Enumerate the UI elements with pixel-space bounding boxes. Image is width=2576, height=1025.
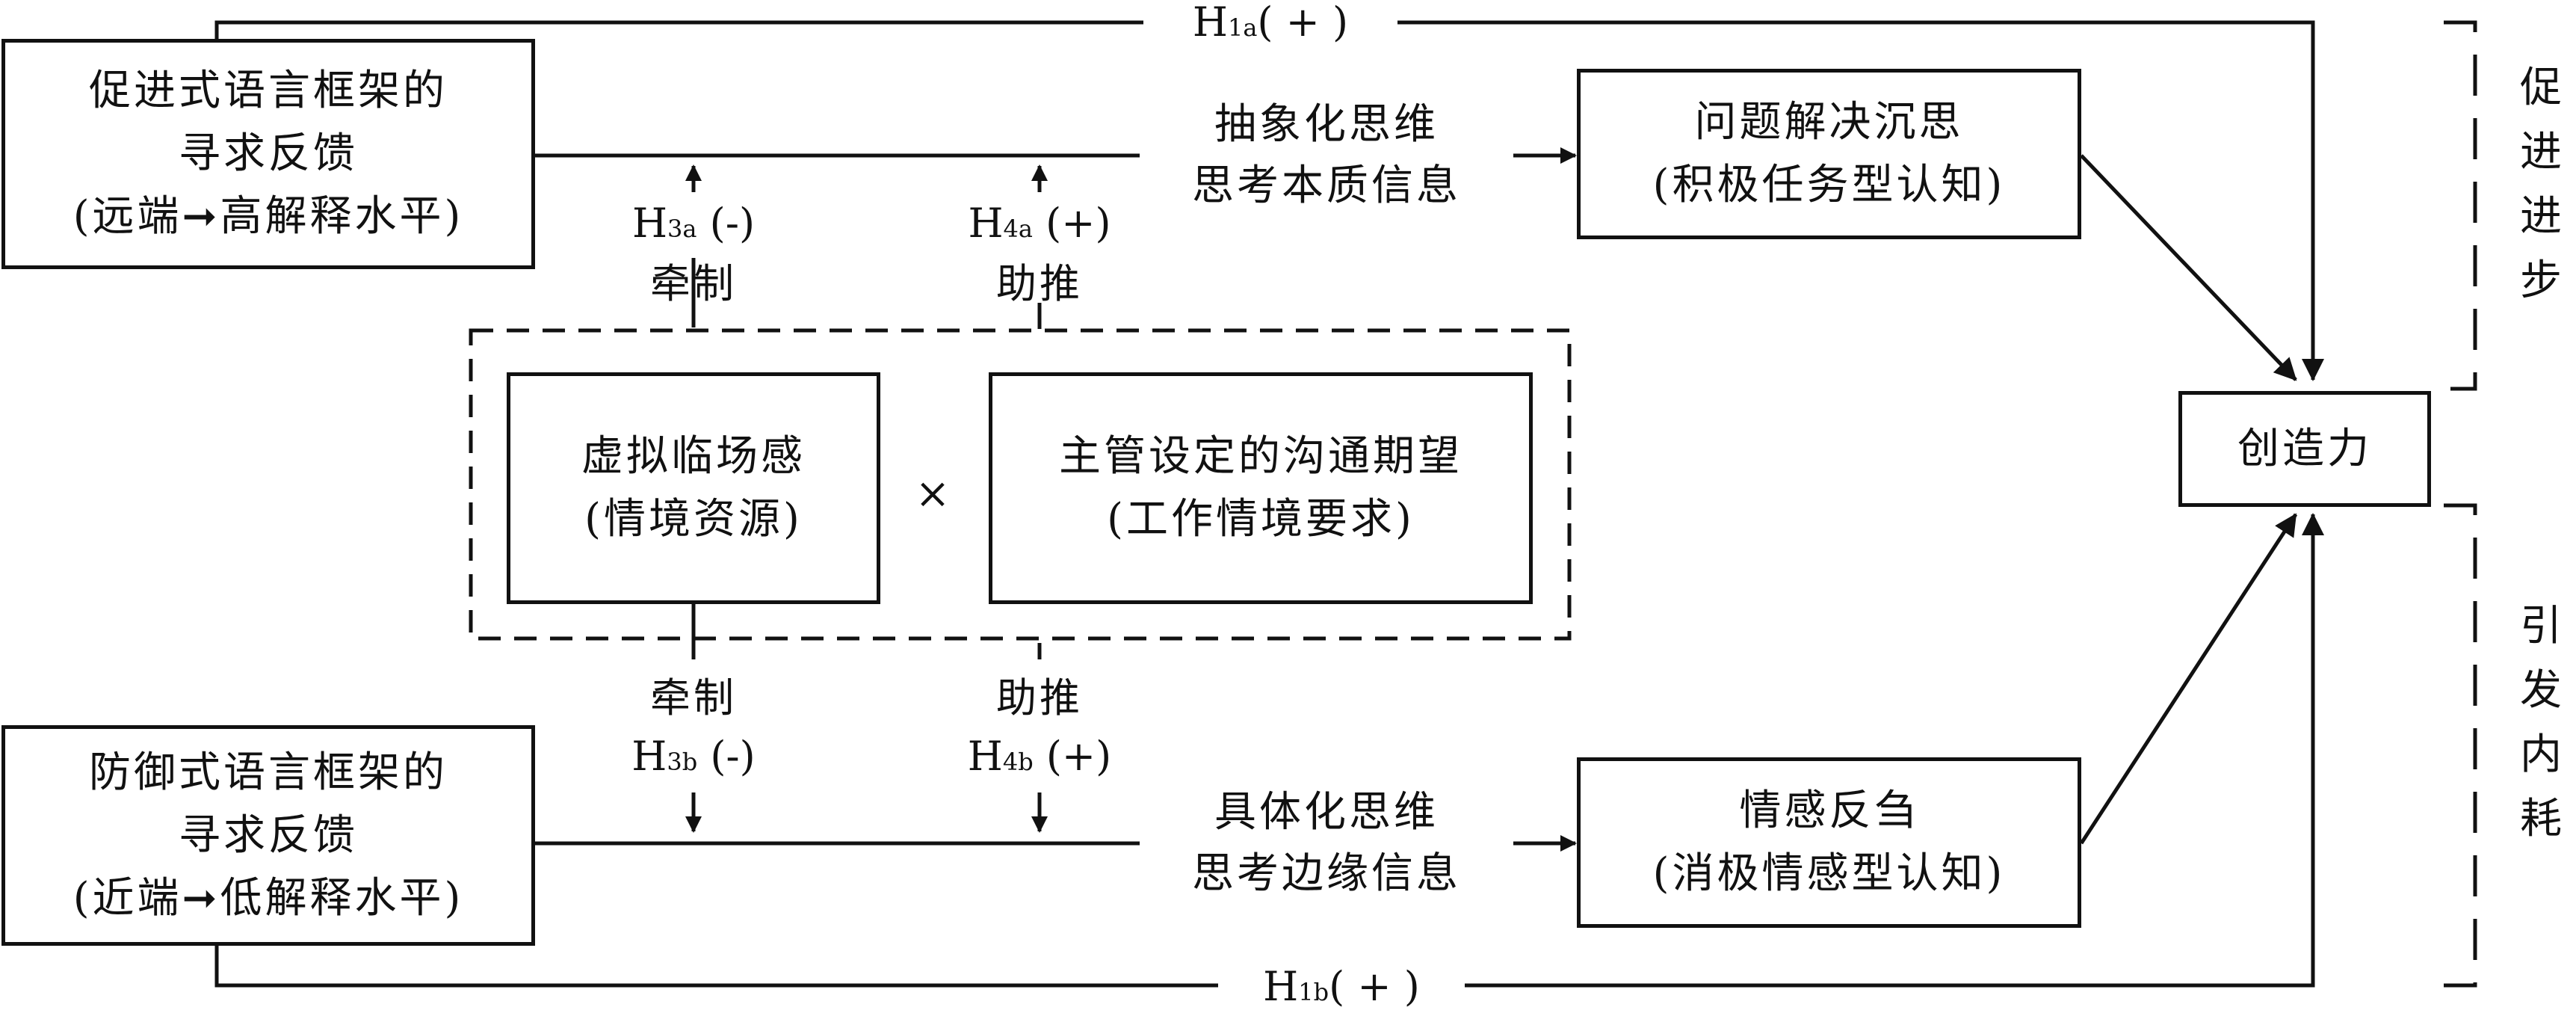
concrete-thinking-line1: 具体化思维	[1214, 788, 1439, 837]
affective-rumination-box: 情感反刍 (消极情感型认知)	[1577, 757, 2081, 928]
h4b-main: H	[967, 733, 1003, 780]
abstract-thinking-line1: 抽象化思维	[1214, 100, 1439, 149]
defensive-feedback-line1: 防御式语言框架的	[89, 748, 448, 797]
bracket-bottom-char4: 耗	[2520, 795, 2562, 843]
h1a-main: H	[1192, 0, 1228, 46]
h4b-promote-label: 助推	[996, 674, 1083, 721]
communication-expectation-line1: 主管设定的沟通期望	[1059, 432, 1462, 481]
h3b-label: 牵制 H3b (-)	[604, 669, 783, 791]
h1a-path-right	[1397, 20, 2324, 381]
h3a-sub: 3a	[667, 215, 697, 243]
creativity-box: 创造力	[2178, 391, 2431, 507]
h3a-constrain-label: 牵制	[650, 260, 737, 307]
h3b-constrain-label: 牵制	[650, 674, 737, 721]
h4a-main: H	[968, 200, 1004, 247]
bracket-bottom-label: 引 发 内 耗	[2515, 594, 2567, 852]
virtual-presence-line1: 虚拟临场感	[581, 432, 806, 481]
promotive-feedback-line1: 促进式语言框架的	[89, 67, 448, 115]
bracket-top	[2444, 20, 2477, 391]
h4a-sign: (+)	[1032, 200, 1111, 247]
multiply-sign: ×	[915, 470, 954, 518]
h3a-label: H3a (-) 牵制	[604, 196, 783, 312]
affective-rumination-line1: 情感反刍	[1739, 787, 1919, 835]
h1b-sub: 1b	[1298, 978, 1329, 1006]
h1b-path	[214, 944, 1218, 988]
h1a-sign: ( + )	[1257, 0, 1349, 46]
h3a-sign: (-)	[696, 200, 756, 247]
h4a-sub: 4a	[1003, 215, 1033, 243]
h1a-path	[214, 20, 1143, 39]
abstract-thinking-line2: 思考本质信息	[1192, 161, 1461, 210]
defensive-feedback-line2: 寻求反馈	[179, 810, 358, 860]
concrete-thinking-line2: 思考边缘信息	[1192, 849, 1461, 898]
moderator-dashed-frame	[469, 328, 1572, 641]
h1b-path-right	[1465, 513, 2324, 988]
h4a-promote-label: 助推	[996, 260, 1083, 307]
h3b-sign: (-)	[697, 733, 756, 780]
bracket-bottom-char3: 内	[2520, 730, 2562, 779]
affective-rumination-line2: (消极情感型认知)	[1652, 849, 2006, 898]
abstract-thinking-label: 抽象化思维 思考本质信息	[1140, 94, 1513, 217]
h3a-main: H	[631, 200, 668, 247]
bracket-top-char4: 步	[2520, 256, 2562, 305]
affective-to-creativity	[2079, 513, 2298, 845]
creativity-label: 创造力	[2237, 424, 2372, 473]
bracket-top-label: 促 进 进 步	[2515, 56, 2567, 313]
communication-expectation-box: 主管设定的沟通期望 (工作情境要求)	[989, 372, 1533, 604]
defensive-feedback-box: 防御式语言框架的 寻求反馈 (近端➞低解释水平)	[1, 725, 535, 946]
h4b-sign: (+)	[1033, 733, 1112, 780]
virtual-presence-box: 虚拟临场感 (情境资源)	[507, 372, 880, 604]
h4b-label: 助推 H4b (+)	[950, 669, 1129, 791]
bracket-bottom-char1: 引	[2520, 602, 2562, 650]
bracket-top-char2: 进	[2520, 128, 2562, 176]
problem-solving-box: 问题解决沉思 (积极任务型认知)	[1577, 69, 2081, 239]
h1b-sign: ( + )	[1329, 963, 1420, 1010]
h4a-label: H4a (+) 助推	[950, 196, 1129, 312]
communication-expectation-line2: (工作情境要求)	[1107, 495, 1415, 544]
promotive-feedback-line2: 寻求反馈	[179, 129, 358, 178]
problem-solving-to-creativity	[2080, 154, 2297, 381]
h4b-sub: 4b	[1002, 748, 1034, 776]
h1a-label: H1a( + )	[1143, 0, 1397, 52]
h3b-main: H	[631, 733, 667, 780]
promotive-feedback-line3: (远端➞高解释水平)	[72, 192, 464, 241]
virtual-presence-line2: (情境资源)	[584, 495, 803, 544]
promotive-feedback-box: 促进式语言框架的 寻求反馈 (远端➞高解释水平)	[1, 39, 535, 269]
h1a-sub: 1a	[1227, 13, 1258, 42]
defensive-feedback-line3: (近端➞低解释水平)	[72, 873, 464, 923]
bracket-bottom-char2: 发	[2520, 666, 2562, 715]
bracket-top-char3: 进	[2520, 192, 2562, 241]
bracket-top-char1: 促	[2520, 64, 2562, 112]
problem-solving-line1: 问题解决沉思	[1694, 98, 1964, 147]
h1b-label: H1b( + )	[1218, 963, 1465, 1016]
problem-solving-line2: (积极任务型认知)	[1652, 161, 2006, 209]
h1b-main: H	[1263, 963, 1299, 1010]
bracket-bottom	[2444, 503, 2477, 988]
concrete-thinking-label: 具体化思维 思考边缘信息	[1140, 782, 1513, 905]
h3b-sub: 3b	[667, 748, 698, 776]
